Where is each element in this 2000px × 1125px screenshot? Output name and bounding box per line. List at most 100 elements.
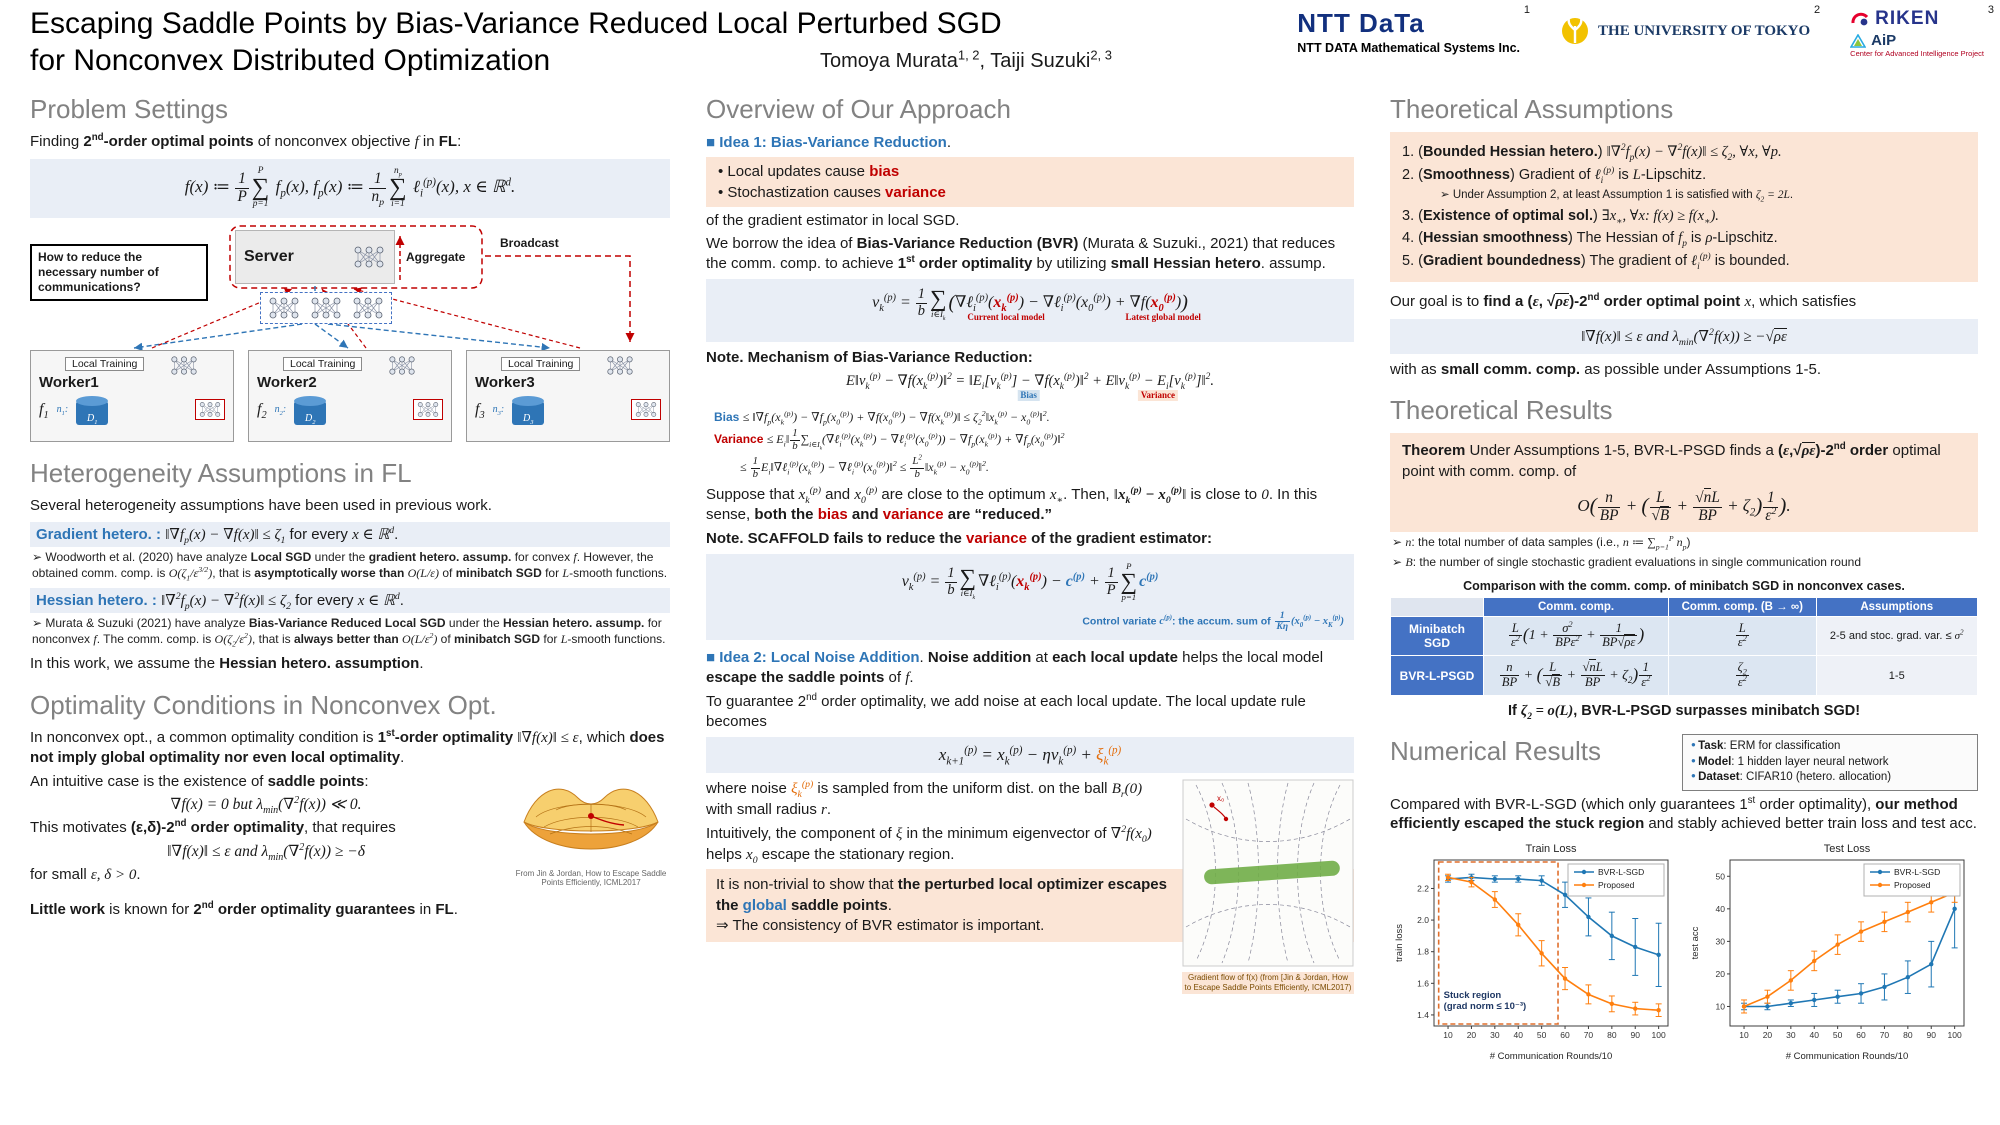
gradient-hetero-note: ➢ Woodworth et al. (2020) have analyze L…: [32, 550, 668, 582]
comparison-table: Comm. comp. Comm. comp. (B → ∞) Assumpti…: [1390, 596, 1978, 697]
ntt-data-wordmark: NTT DaTa: [1297, 8, 1425, 38]
mechanism-equation: E‖vk(p) − ∇f(xk(p))‖2 = ‖Ei[vk(p)] − ∇f(…: [846, 372, 1214, 402]
right-column: Theoretical Assumptions 1. (Bounded Hess…: [1390, 92, 1978, 1064]
svg-text:80: 80: [1903, 1030, 1913, 1040]
section-heading-heterogeneity: Heterogeneity Assumptions in FL: [30, 457, 412, 488]
svg-text:70: 70: [1880, 1030, 1890, 1040]
riken-wordmark: RIKEN: [1875, 8, 1940, 29]
hessian-hetero-note: ➢ Murata & Suzuki (2021) have analyze Bi…: [32, 616, 666, 649]
riken-icon: [1851, 12, 1869, 26]
assumption-3: 3. (Existence of optimal sol.) ∃x∗, ∀x: …: [1402, 207, 1719, 227]
middle-column: Overview of Our Approach ■ Idea 1: Bias-…: [706, 92, 1354, 998]
comparison-table-caption: Comparison with the comm. comp. of minib…: [1463, 578, 1905, 593]
worker-objective: f3: [475, 400, 485, 421]
svg-text:10: 10: [1739, 1030, 1749, 1040]
svg-text:1.6: 1.6: [1417, 978, 1429, 988]
svg-text:100: 100: [1948, 1030, 1962, 1040]
bias-bound-equation: Bias ≤ ‖∇fp(xk(p)) − ∇fp(x0(p)) + ∇f(x0(…: [714, 409, 1050, 427]
section-heading-optimality: Optimality Conditions in Nonconvex Opt.: [30, 689, 497, 720]
affiliation-sup-2: 2: [1814, 4, 1821, 16]
optimality-p1: In nonconvex opt., a common optimality c…: [30, 727, 665, 767]
riken-logo: 3 RIKEN AiP Center for Advanced Intellig…: [1850, 4, 1994, 58]
experiment-setup-box: Task: ERM for classification Model: 1 hi…: [1682, 734, 1978, 791]
mechanism-note-title: Note. Mechanism of Bias-Variance Reducti…: [706, 348, 1033, 366]
svg-text:70: 70: [1584, 1030, 1594, 1040]
worker-sample-count: n3:: [492, 404, 505, 418]
optimality-p2: An intuitive case is the existence of sa…: [30, 772, 369, 790]
local-model-icon: [195, 399, 225, 421]
poster-title: Escaping Saddle Points by Bias-Variance …: [30, 6, 1002, 79]
table-header-row: Comm. comp. Comm. comp. (B → ∞) Assumpti…: [1390, 596, 1978, 617]
broadcast-label: Broadcast: [500, 235, 559, 250]
svg-text:# Communication Rounds/10: # Communication Rounds/10: [1786, 1051, 1909, 1062]
svg-text:Stuck region: Stuck region: [1444, 990, 1502, 1001]
svg-text:50: 50: [1833, 1030, 1843, 1040]
minibatch-assumptions: 2-5 and stoc. grad. var. ≤ σ2: [1815, 615, 1978, 657]
section-heading-results: Theoretical Results: [1390, 395, 1613, 426]
section-heading-numerical: Numerical Results: [1390, 736, 1601, 767]
idea2-paragraph2: where noise ξk(p) is sampled from the un…: [706, 779, 1143, 818]
hetero-conclusion: In this work, we assume the Hessian hete…: [30, 655, 424, 673]
local-model-icon: [413, 399, 443, 421]
idea2-paragraph1: To guarantee 2nd order optimality, we ad…: [706, 692, 1306, 730]
svg-text:BVR-L-SGD: BVR-L-SGD: [1894, 867, 1940, 877]
problem-intro: Finding 2nd-order optimal points of nonc…: [30, 132, 462, 150]
logos: 1 NTT DaTa NTT DATA Mathematical Systems…: [1297, 4, 1994, 58]
left-column: Problem Settings Finding 2nd-order optim…: [30, 92, 670, 924]
control-variate-label: Control variate c(p): the accum. sum of …: [1082, 610, 1344, 633]
suppose-paragraph: Suppose that xk(p) and x0(p) are close t…: [706, 484, 1318, 524]
idea1-cause-variance: • Stochastization causes variance: [718, 183, 946, 201]
local-update-rule-formula: xk+1(p) = xk(p) − ηvk(p) + ξk(p): [706, 737, 1354, 774]
hetero-intro: Several heterogeneity assumptions have b…: [30, 496, 492, 514]
flow-start-label: x₀: [1217, 794, 1224, 803]
assumption-2: 2. (Smoothness) Gradient of ℓi(p) is L-L…: [1402, 165, 1707, 186]
neural-network-icon: [354, 246, 384, 267]
theorem-box: Theorem Under Assumptions 1-5, BVR-L-PSG…: [1390, 433, 1978, 533]
aip-icon: [1850, 33, 1867, 48]
affiliation-sup-1: 1: [1523, 4, 1531, 16]
notation-note-b: ➢ B: the number of single stochastic gra…: [1392, 555, 1861, 570]
svg-text:30: 30: [1716, 936, 1726, 946]
svg-text:80: 80: [1607, 1030, 1617, 1040]
idea1-paragraph: We borrow the idea of Bias-Variance Redu…: [706, 235, 1336, 272]
ntt-data-caption: NTT DATA Mathematical Systems Inc.: [1297, 41, 1521, 55]
federated-learning-diagram: How to reduce the necessary number of co…: [30, 224, 670, 442]
affiliation-sup-3: 3: [1987, 4, 1994, 16]
row-label: BVR-L-PSGD: [1390, 655, 1484, 697]
local-model-icon: [631, 399, 661, 421]
goal-paragraph: Our goal is to find a (ε, √ρε)-2nd order…: [1390, 292, 1857, 311]
server-label: Server: [244, 247, 294, 265]
utokyo-ginkgo-icon: [1562, 18, 1589, 44]
svg-text:90: 90: [1631, 1030, 1641, 1040]
gradient-flow-figure: x₀ Gradient flow of f(x) (from [Jin & Jo…: [1182, 779, 1354, 995]
svg-text:40: 40: [1716, 903, 1726, 913]
saddle-figure-caption: From Jin & Jordan, How to Escape Saddle …: [515, 868, 667, 888]
aggregated-models-row: [260, 291, 392, 324]
neural-network-icon: [607, 355, 633, 375]
idea1-cause-bias: • Local updates cause bias: [718, 162, 900, 180]
setup-dataset: Dataset: CIFAR10 (hetero. allocation): [1691, 770, 1969, 786]
svg-text:2.0: 2.0: [1417, 915, 1429, 925]
svg-text:BVR-L-SGD: BVR-L-SGD: [1598, 867, 1644, 877]
row-label: Minibatch SGD: [1390, 615, 1484, 657]
svg-text:20: 20: [1467, 1030, 1477, 1040]
svg-text:30: 30: [1490, 1030, 1500, 1040]
section-heading-overview: Overview of Our Approach: [706, 94, 1011, 124]
aip-wordmark: AiP: [1871, 32, 1897, 49]
svg-text:100: 100: [1652, 1030, 1666, 1040]
neural-network-icon: [389, 355, 415, 375]
svg-text:50: 50: [1716, 871, 1726, 881]
aip-caption: Center for Advanced Intelligence Project: [1850, 49, 1984, 58]
assumption-1: 1. (Bounded Hessian hetero.) ‖∇2fp(x) − …: [1402, 143, 1782, 163]
svg-text:40: 40: [1810, 1030, 1820, 1040]
table-header-assumptions: Assumptions: [1815, 596, 1978, 617]
hessian-hetero-definition: Hessian hetero. : ‖∇2fp(x) − ∇2f(x)‖ ≤ ζ…: [30, 588, 670, 614]
